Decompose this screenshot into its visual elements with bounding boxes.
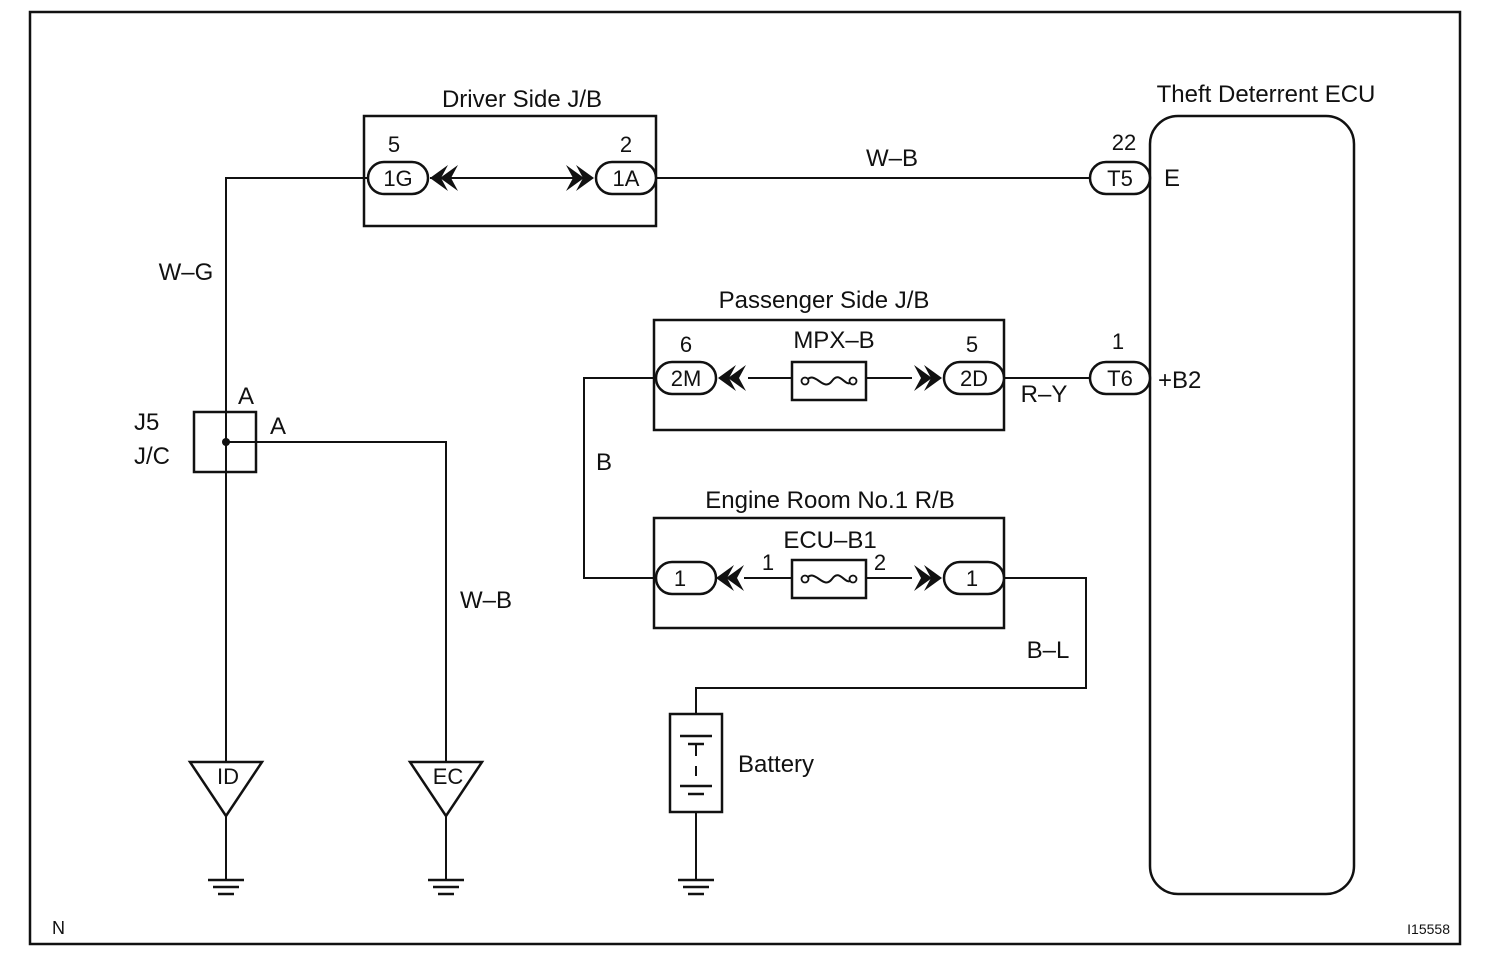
connector-2d <box>942 360 1006 396</box>
engine-room-rb: Engine Room No.1 R/B ECU–B1 1 2 1 1 <box>652 487 1006 630</box>
fuse-ecu-b1 <box>790 558 868 600</box>
battery-label: Battery <box>738 751 814 778</box>
connector-t6-label: T6 <box>1107 366 1133 391</box>
ground-id: ID <box>187 760 265 896</box>
passenger-jb-pin-right: 5 <box>966 332 978 357</box>
ecu-title: Theft Deterrent ECU <box>1157 81 1376 108</box>
junction-j5-pin-top: A <box>238 383 254 410</box>
battery-cells-icon <box>680 734 712 796</box>
connector-er-right-label: 1 <box>966 566 978 591</box>
arrow-1a-icon <box>576 165 594 191</box>
junction-j5-box <box>192 410 258 474</box>
fuse-mpx-b-term-left <box>800 376 810 386</box>
battery-box <box>668 712 724 814</box>
wire-b <box>583 377 656 579</box>
arrow-er-right-icon <box>924 565 942 591</box>
arrow-2d-icon-2 <box>914 365 932 391</box>
diagram-frame <box>28 10 1462 946</box>
connector-t5-label: T5 <box>1107 166 1133 191</box>
ground-ec: EC <box>407 760 485 896</box>
driver-jb-box <box>362 114 658 228</box>
fuse-ecu-b1-icon <box>805 574 853 584</box>
battery-ground-icon <box>678 878 714 896</box>
wire-label-w-b-top: W–B <box>866 145 918 172</box>
corner-label-n: N <box>52 918 65 938</box>
connector-1g <box>366 160 430 196</box>
driver-jb-title: Driver Side J/B <box>442 86 602 113</box>
ecu-box <box>1148 114 1356 896</box>
connector-2m-label: 2M <box>671 366 702 391</box>
ground-ec-triangle <box>407 760 485 819</box>
passenger-side-jb: Passenger Side J/B MPX–B 6 2M 5 2D <box>652 287 1006 432</box>
arrow-1g-icon <box>430 165 448 191</box>
engine-rb-title: Engine Room No.1 R/B <box>705 487 954 514</box>
ecu-pin-e: 22 <box>1112 130 1136 155</box>
driver-jb-pin-left: 5 <box>388 132 400 157</box>
fuse-mpx-b-icon <box>805 376 853 386</box>
fuse-mpx-b-term-right <box>848 376 858 386</box>
arrow-1a-icon-2 <box>566 165 584 191</box>
ecu-terminal-b2: +B2 <box>1158 367 1201 394</box>
fuse-ecu-b1-term-left <box>800 574 810 584</box>
connector-t6 <box>1088 360 1152 396</box>
wire-w-b-ec <box>226 441 447 762</box>
ground-id-triangle <box>187 760 265 819</box>
wire-w-g <box>225 177 368 762</box>
wire-label-w-g: W–G <box>159 259 214 286</box>
junction-j5: J5 J/C A A <box>134 383 286 474</box>
junction-j5-node <box>222 438 230 446</box>
passenger-jb-pin-left: 6 <box>680 332 692 357</box>
junction-j5-pin-right: A <box>270 413 286 440</box>
connector-er-right <box>942 560 1006 596</box>
passenger-jb-title: Passenger Side J/B <box>719 287 930 314</box>
ecu-terminal-e: E <box>1164 165 1180 192</box>
connector-er-left-label: 1 <box>674 566 686 591</box>
ground-id-label: ID <box>217 764 239 789</box>
battery: Battery <box>668 712 814 896</box>
ground-ec-symbol-icon <box>428 878 464 896</box>
junction-j5-type: J/C <box>134 443 170 470</box>
wires <box>225 177 1090 880</box>
wire-b-l <box>695 577 1087 714</box>
arrow-er-left-icon-2 <box>726 565 744 591</box>
fuse-mpx-b <box>790 360 868 402</box>
theft-deterrent-ecu: Theft Deterrent ECU 22 T5 E 1 T6 +B2 <box>1088 81 1376 896</box>
engine-rb-fuse-pin-left: 1 <box>762 550 774 575</box>
connector-1a <box>594 160 658 196</box>
ground-id-symbol-icon <box>208 878 244 896</box>
arrow-er-right-icon-2 <box>914 565 932 591</box>
engine-rb-fuse-pin-right: 2 <box>874 550 886 575</box>
arrow-1g-icon-2 <box>440 165 458 191</box>
connector-t5 <box>1088 160 1152 196</box>
ground-ec-label: EC <box>433 764 464 789</box>
ecu-pin-b2: 1 <box>1112 329 1124 354</box>
connector-1a-label: 1A <box>613 166 640 191</box>
passenger-jb-fuse-label: MPX–B <box>793 327 874 354</box>
fuse-ecu-b1-term-right <box>848 574 858 584</box>
arrow-2m-icon-2 <box>728 365 746 391</box>
wire-label-b-l: B–L <box>1027 637 1070 664</box>
wire-label-b: B <box>596 449 612 476</box>
wire-label-r-y: R–Y <box>1021 381 1068 408</box>
engine-rb-fuse-label: ECU–B1 <box>783 527 876 554</box>
arrow-2d-icon <box>924 365 942 391</box>
arrow-2m-icon <box>718 365 736 391</box>
connector-2d-label: 2D <box>960 366 988 391</box>
figure-code: I15558 <box>1407 921 1450 937</box>
wire-label-w-b-ec: W–B <box>460 587 512 614</box>
driver-side-jb: Driver Side J/B 5 1G 2 1A <box>362 86 658 228</box>
connector-2m <box>654 360 718 396</box>
driver-jb-pin-right: 2 <box>620 132 632 157</box>
arrow-er-left-icon <box>716 565 734 591</box>
junction-j5-name: J5 <box>134 409 159 436</box>
connector-1g-label: 1G <box>383 166 412 191</box>
